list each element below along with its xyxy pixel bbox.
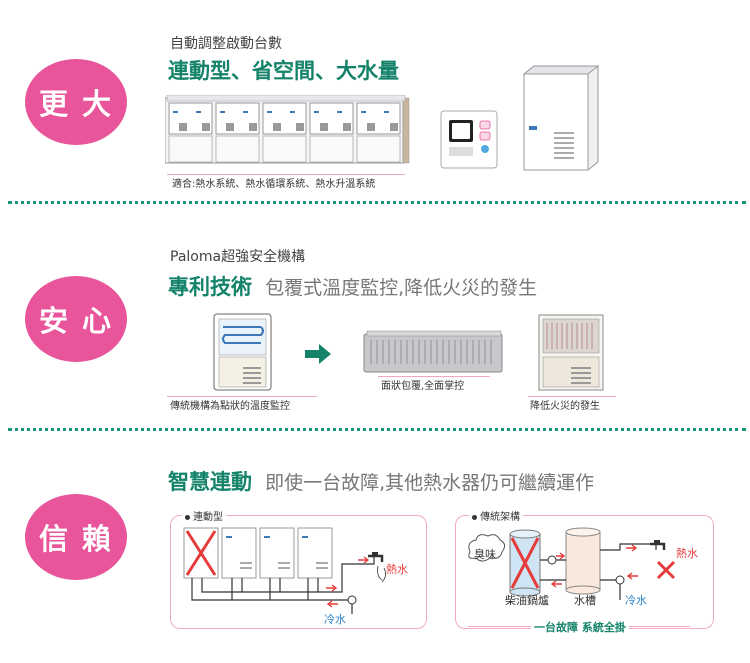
- section1-subtitle: 自動調整啟動台數: [170, 36, 282, 52]
- section2-caption-line-mid: [378, 376, 490, 377]
- section2-caption-line-right: [528, 396, 616, 397]
- section2-headline: 專利技術: [168, 275, 252, 299]
- section1-headline: 連動型、省空間、大水量: [168, 59, 399, 83]
- section2-caption-line-left: [167, 396, 317, 397]
- water-tank-label: 水槽: [574, 594, 596, 607]
- section2-headline-rest: 包覆式溫度監控,降低火災的發生: [265, 277, 538, 299]
- linked-cold-water-label: 冷水: [324, 613, 346, 626]
- linked-system-panel: [170, 515, 427, 629]
- badge-reliable: 信 賴: [25, 494, 127, 580]
- section2-caption-left: 傳統機構為點狀的溫度監控: [170, 401, 290, 412]
- section2-headline-row: 專利技術 包覆式溫度監控,降低火災的發生: [168, 271, 537, 301]
- traditional-cold-water-label: 冷水: [625, 594, 647, 607]
- divider-2: [8, 428, 746, 431]
- linked-heater-units-illustration: [165, 95, 410, 164]
- traditional-system-diagram: [468, 527, 676, 600]
- linked-hot-water-label: 熱水: [386, 563, 408, 576]
- badge-peace-of-mind: 安 心: [25, 276, 127, 362]
- section1-caption-line: [167, 174, 405, 175]
- badge-bigger: 更 大: [25, 59, 127, 145]
- point-sensor-illustration: [213, 313, 272, 391]
- section2-subtitle: Paloma超強安全機構: [170, 249, 306, 265]
- remote-controller-illustration: [440, 110, 498, 169]
- wrapped-heater-illustration: [538, 314, 604, 391]
- diesel-boiler-label: 柴油鍋爐: [505, 594, 549, 607]
- traditional-hot-water-label: 熱水: [676, 547, 698, 560]
- smell-label: 臭味: [474, 548, 496, 561]
- traditional-system-legend: 傳統架構: [469, 508, 523, 523]
- divider-1: [8, 201, 746, 204]
- bullet-icon: [185, 514, 190, 520]
- linked-system-legend: 連動型: [182, 508, 226, 523]
- section1-caption: 適合:熱水系統、熱水循環系統、熱水升溫系統: [172, 179, 376, 190]
- cabinet-heater-illustration: [522, 65, 600, 171]
- section3-headline-rest: 即使一台故障,其他熱水器仍可繼續運作: [265, 472, 595, 494]
- arrow-right-icon: [305, 344, 331, 364]
- surface-wrap-plate-illustration: [363, 330, 503, 373]
- linked-system-diagram: [183, 527, 386, 614]
- bullet-icon: [472, 514, 477, 520]
- traditional-system-caption: 一台故障 系統全掛: [531, 619, 629, 635]
- section3-headline: 智慧連動: [168, 470, 252, 494]
- section2-caption-right: 降低火災的發生: [530, 401, 600, 412]
- traditional-system-legend-label: 傳統架構: [480, 512, 520, 523]
- section2-caption-mid: 面狀包覆,全面掌控: [381, 381, 465, 392]
- section3-headline-row: 智慧連動 即使一台故障,其他熱水器仍可繼續運作: [168, 466, 594, 496]
- linked-system-legend-label: 連動型: [193, 512, 223, 523]
